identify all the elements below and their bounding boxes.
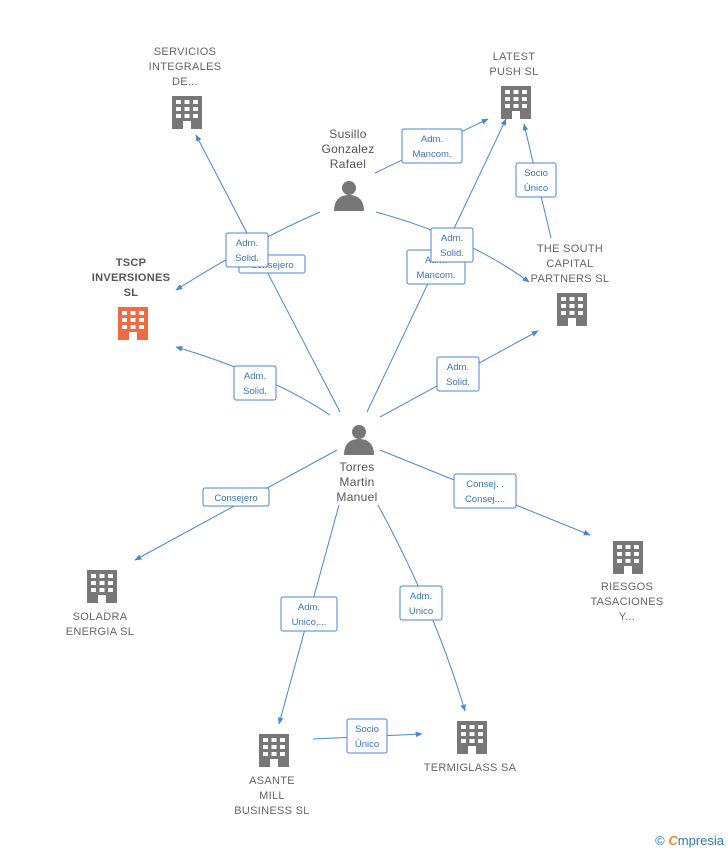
node-label: CAPITAL [546, 258, 593, 270]
edge-label-e13[interactable]: Socio Único [346, 718, 388, 754]
node-label: THE SOUTH [537, 243, 603, 255]
node-label: BUSINESS SL [234, 805, 309, 817]
node-label: TERMIGLASS SA [424, 762, 517, 774]
svg-text:Adm.: Adm. [244, 371, 266, 382]
node-label: TASACIONES [590, 596, 663, 608]
node-label: Rafael [330, 157, 367, 171]
node-riesgos[interactable]: RIESGOS TASACIONES Y... [590, 541, 663, 623]
node-label: Torres [339, 460, 374, 474]
svg-text:Socio: Socio [524, 168, 548, 179]
node-label: SL [124, 287, 139, 299]
node-termiglass[interactable]: TERMIGLASS SA [424, 721, 517, 774]
edge-label-e11[interactable]: Adm. Unico,... [280, 596, 338, 632]
svg-text:Solid.: Solid. [243, 386, 267, 397]
svg-text:Adm.: Adm. [298, 602, 320, 613]
node-tscp[interactable]: TSCP INVERSIONES SL [92, 257, 171, 340]
edge-label-e4[interactable]: Adm. Solid. [225, 232, 269, 268]
svg-text:Único: Único [355, 739, 379, 750]
svg-text:Consej....: Consej.... [465, 494, 505, 505]
building-icon [613, 541, 643, 574]
svg-text:Solid.: Solid. [440, 248, 464, 259]
node-label: Manuel [336, 490, 377, 504]
copyright-icon: © [655, 833, 665, 848]
svg-text:Unico,...: Unico,... [292, 617, 327, 628]
node-label: Gonzalez [321, 142, 374, 156]
node-label: PUSH SL [489, 66, 538, 78]
node-label: INVERSIONES [92, 272, 171, 284]
node-label: DE... [172, 76, 198, 88]
svg-text:Único: Único [524, 183, 548, 194]
node-label: ENERGIA SL [66, 626, 134, 638]
node-latest[interactable]: LATEST PUSH SL [489, 51, 538, 119]
node-label: Y... [619, 611, 635, 623]
svg-text:Consejero: Consejero [250, 260, 293, 271]
svg-text:Solid.: Solid. [235, 253, 259, 264]
edge-label-e8[interactable]: Adm. Solid. [436, 356, 480, 392]
node-susillo[interactable]: Susillo Gonzalez Rafael [321, 127, 374, 211]
node-label: SERVICIOS [154, 46, 216, 58]
node-label: ASANTE [249, 775, 295, 787]
svg-text:Mancom.: Mancom. [412, 149, 451, 160]
node-label: MILL [259, 790, 285, 802]
brand-footer[interactable]: © Cmpresia [655, 833, 724, 848]
svg-text:Adm.: Adm. [447, 362, 469, 373]
node-torres[interactable]: Torres Martin Manuel [336, 425, 377, 504]
brand-name: mpresia [677, 833, 724, 848]
edge-label-e12[interactable]: Adm. Unico [399, 585, 443, 621]
brand-initial: C [668, 833, 678, 848]
svg-text:Consej. .: Consej. . [466, 479, 504, 490]
edge-label-e2[interactable]: Socio Único [515, 162, 557, 198]
building-icon [118, 307, 148, 340]
node-servicios[interactable]: SERVICIOS INTEGRALES DE... [149, 46, 222, 129]
edge-label-e10[interactable]: Consej. . Consej.... [453, 473, 517, 509]
svg-text:Adm.: Adm. [410, 591, 432, 602]
node-label: PARTNERS SL [531, 273, 610, 285]
building-icon [172, 96, 202, 129]
edge-label-e7[interactable]: Adm. Solid. [233, 365, 277, 401]
node-label: LATEST [493, 51, 536, 63]
node-label: TSCP [116, 257, 147, 269]
building-icon [259, 734, 289, 767]
svg-text:Unico: Unico [409, 606, 433, 617]
node-south[interactable]: THE SOUTH CAPITAL PARTNERS SL [531, 243, 610, 326]
svg-text:Adm.: Adm. [441, 233, 463, 244]
svg-text:Adm.: Adm. [421, 134, 443, 145]
node-label: Martin [339, 475, 374, 489]
svg-text:Consejero: Consejero [214, 493, 257, 504]
building-icon [457, 721, 487, 754]
svg-text:Socio: Socio [355, 724, 379, 735]
building-icon [87, 570, 117, 603]
node-asante[interactable]: ASANTE MILL BUSINESS SL [234, 734, 309, 817]
node-soladra[interactable]: SOLADRA ENERGIA SL [66, 570, 134, 638]
svg-text:Solid.: Solid. [446, 377, 470, 388]
edge-labels: Consejero Adm. Mancom. Socio Único Adm. … [202, 128, 557, 754]
node-label: INTEGRALES [149, 61, 222, 73]
node-label: SOLADRA [73, 611, 128, 623]
svg-text:Mancom.: Mancom. [416, 270, 455, 281]
edge-label-e1[interactable]: Adm. Mancom. [401, 128, 463, 164]
svg-text:Adm.: Adm. [236, 238, 258, 249]
edge-label-e6[interactable]: Adm. Solid. [430, 227, 474, 263]
building-icon [557, 293, 587, 326]
edge-label-e9[interactable]: Consejero [202, 487, 270, 507]
node-label: RIESGOS [601, 581, 653, 593]
building-icon [501, 86, 531, 119]
person-icon [344, 425, 374, 455]
person-icon [334, 181, 364, 211]
node-label: Susillo [329, 127, 366, 141]
